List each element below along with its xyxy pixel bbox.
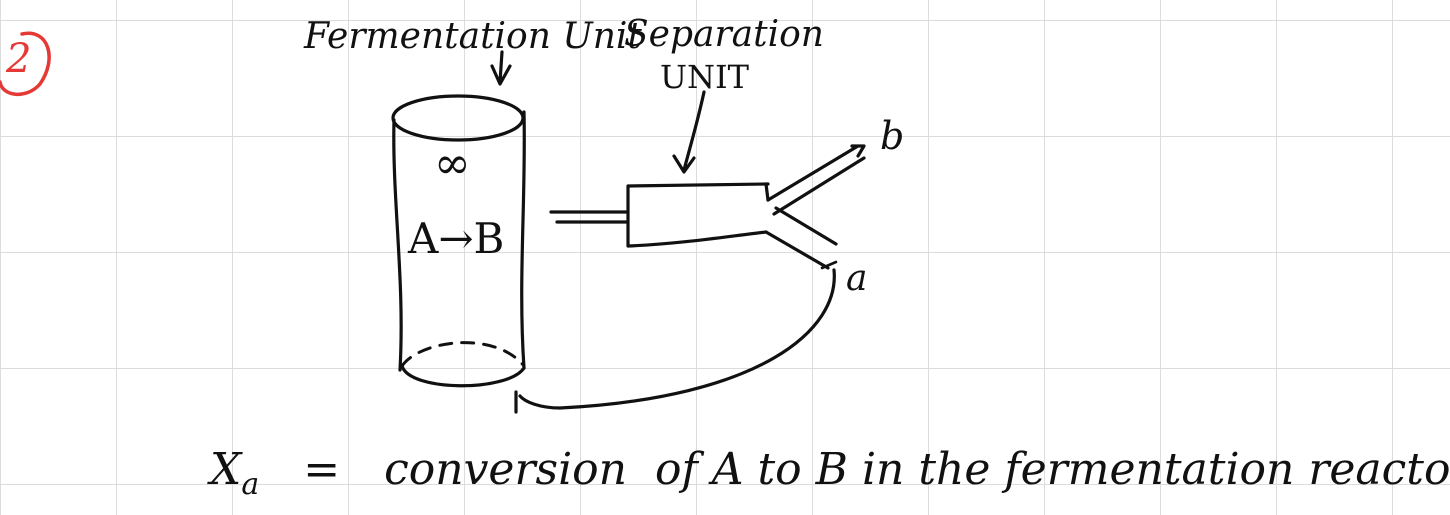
separation-unit-label-line1: Separation <box>624 14 824 55</box>
separation-label-arrow <box>672 90 706 174</box>
tank-left-wall <box>392 118 403 372</box>
feed-pipe <box>549 210 630 224</box>
conversion-subscript: a <box>241 466 260 502</box>
infinity-symbol: ∞ <box>434 138 471 189</box>
recycle-tick <box>820 260 838 270</box>
problem-number-circle <box>0 31 51 96</box>
fermentation-label-arrow <box>490 50 512 86</box>
equals-sign: = <box>303 444 341 495</box>
reaction-label: A→B <box>408 214 505 263</box>
definition-line: Xa = conversion of A to B in the ferment… <box>210 444 1450 502</box>
outlet-b-pipe <box>766 144 866 216</box>
conversion-definition-text: conversion of A to B in the fermentation… <box>384 444 1450 495</box>
separation-unit-box <box>626 182 770 248</box>
fermentation-tank <box>391 94 526 388</box>
outlet-a-pipe <box>764 206 838 270</box>
stream-b-label: b <box>880 114 905 158</box>
stream-a-label: a <box>846 258 868 299</box>
fermentation-unit-label: Fermentation Unit <box>304 16 642 57</box>
recycle-line <box>514 268 836 414</box>
separation-unit-label-line2: UNIT <box>660 58 749 96</box>
tank-top-ellipse <box>391 94 525 142</box>
problem-number: 2 <box>6 36 32 82</box>
tank-bottom-front <box>400 364 526 388</box>
tank-bottom-back <box>400 341 526 368</box>
conversion-symbol: X <box>210 444 242 495</box>
tank-right-wall <box>520 110 526 370</box>
